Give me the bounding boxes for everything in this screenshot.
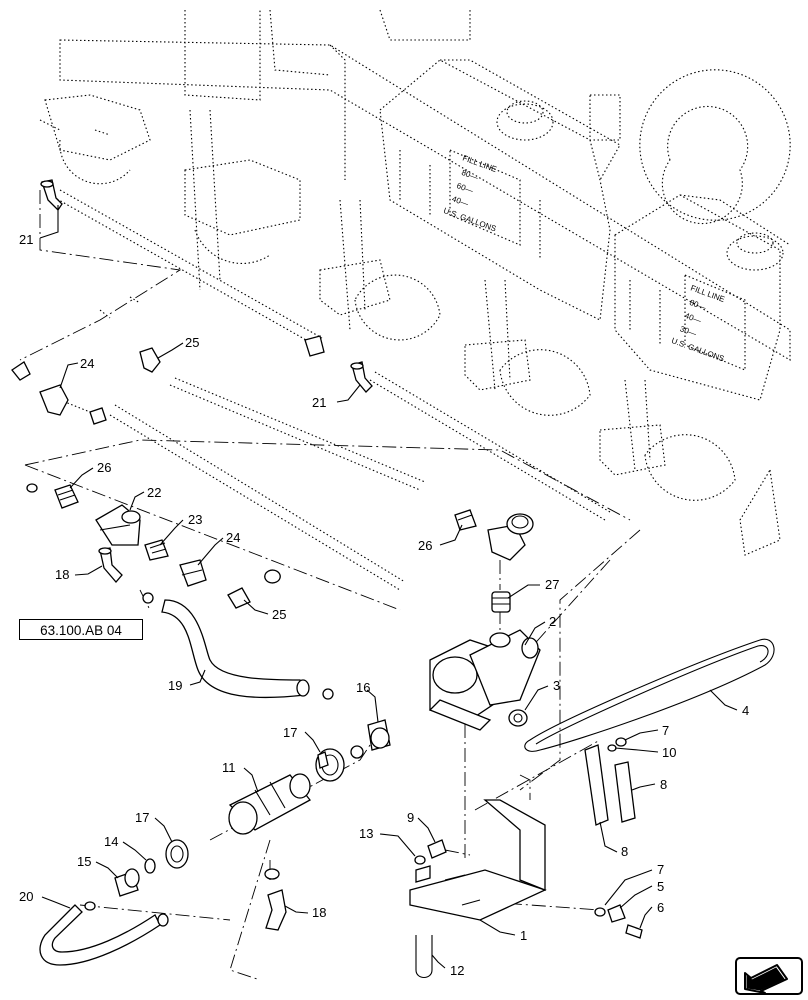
callout-5: 5: [657, 879, 664, 894]
clamp-17-upper: [315, 748, 345, 782]
plate-8-front: [584, 744, 609, 826]
plate-8-back: [614, 761, 636, 823]
callout-25: 25: [185, 335, 199, 350]
liquid-tank-right: [614, 194, 791, 401]
planter-frame: [39, 9, 791, 556]
callout-16: 16: [356, 680, 370, 695]
reference-label-box[interactable]: 63.100.AB 04: [19, 619, 143, 640]
callout-26: 26: [97, 460, 111, 475]
elbow-fitting-25-upper: [139, 335, 325, 373]
coupler-26-left: [26, 483, 79, 509]
tank-label-mark: 60—: [455, 181, 474, 195]
callout-22: 22: [147, 485, 161, 500]
callout-2: 2: [549, 614, 556, 629]
elbow-fitting-18-upper: [98, 547, 123, 583]
navigation-back-button[interactable]: [735, 957, 803, 995]
coupler-26-right: [454, 509, 477, 531]
tee-fitting-24-lower: [179, 559, 207, 587]
strainer-elbow: [487, 513, 534, 561]
callout-17: 17: [135, 810, 149, 825]
callout-17: 17: [283, 725, 297, 740]
callout-19: 19: [168, 678, 182, 693]
hose-20: [39, 904, 169, 966]
callout-9: 9: [407, 810, 414, 825]
tee-fitting-24-upper: [11, 361, 107, 425]
fitting-15: [84, 868, 140, 911]
bracket-1: [409, 799, 547, 921]
hose-19: [142, 592, 310, 699]
belt-4: [524, 638, 775, 752]
valve-11: [228, 773, 311, 835]
callout-8: 8: [660, 777, 667, 792]
callout-10: 10: [662, 745, 676, 760]
callout-18: 18: [55, 567, 69, 582]
callout-12: 12: [450, 963, 464, 978]
nut-13: [414, 855, 426, 865]
tank-label-mark: 80—: [460, 168, 479, 182]
callout-18: 18: [312, 905, 326, 920]
callout-11: 11: [222, 760, 236, 775]
tank-label-unit: U.S. GALLONS: [670, 336, 725, 363]
callout-1: 1: [520, 928, 527, 943]
tank-label-mark: 40—: [683, 311, 702, 325]
callout-23: 23: [188, 512, 202, 527]
callout-7: 7: [662, 723, 669, 738]
callout-24: 24: [80, 356, 94, 371]
bolt-9: [427, 839, 447, 859]
leader-lines: [39, 205, 738, 969]
callout-27: 27: [545, 577, 559, 592]
callout-13: 13: [359, 826, 373, 841]
tank-label-mark: 80—: [688, 298, 707, 312]
tank-label-mark: 30—: [679, 324, 698, 338]
fasteners-5-6-7: [594, 904, 643, 939]
callout-25: 25: [272, 607, 286, 622]
callout-14: 14: [104, 834, 118, 849]
elbow-fitting-21-lower: [350, 361, 373, 393]
callout-24: 24: [226, 530, 240, 545]
tee-fitting-22: [95, 504, 141, 546]
reference-label-text: 63.100.AB 04: [40, 623, 122, 638]
callout-21: 21: [19, 232, 33, 247]
callout-20: 20: [19, 889, 33, 904]
callout-7: 7: [657, 862, 664, 877]
ring-14: [144, 858, 156, 874]
elbow-fitting-25-lower: [227, 569, 281, 609]
fitting-16: [322, 688, 391, 759]
callout-26: 26: [418, 538, 432, 553]
tank-label-unit: U.S. GALLONS: [442, 206, 497, 233]
callout-3: 3: [553, 678, 560, 693]
coupler-23: [144, 539, 169, 561]
callout-15: 15: [77, 854, 91, 869]
callout-21: 21: [312, 395, 326, 410]
liquid-tank-left: [379, 59, 621, 321]
elbow-fitting-21-upper: [40, 179, 63, 212]
callout-labels: 21 24 25 21 26 22 23 24 18 25 26 27 2 3 …: [19, 232, 749, 978]
elbow-fitting-18-lower: [264, 868, 287, 931]
callout-6: 6: [657, 900, 664, 915]
fitting-27: [491, 591, 511, 613]
callout-4: 4: [742, 703, 749, 718]
washer-7-upper: [607, 737, 627, 752]
callout-8: 8: [621, 844, 628, 859]
tank-label-mark: 40—: [451, 194, 470, 208]
arrow-back-icon: [744, 964, 788, 993]
clamp-17-lower: [165, 839, 189, 869]
tank-label-left: FILL LINE 80— 60— 40— U.S. GALLONS: [442, 153, 498, 233]
u-bolt-12: [415, 935, 433, 979]
pump-2: [428, 629, 541, 731]
nut-3: [508, 709, 528, 727]
